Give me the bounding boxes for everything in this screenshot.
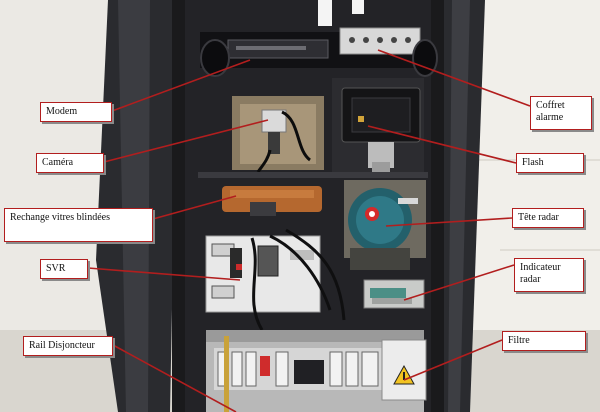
callout-tete-radar: Tête radar	[512, 208, 584, 228]
callout-flash: Flash	[516, 153, 584, 173]
callout-coffret-alarme: Coffret alarme	[530, 96, 592, 130]
callout-camera: Caméra	[36, 153, 104, 173]
callout-rail-disjoncteur: Rail Disjoncteur	[23, 336, 113, 356]
callout-indicateur-radar: Indicateur radar	[514, 258, 584, 292]
callout-svr: SVR	[40, 259, 88, 279]
callout-rechange-vitres: Rechange vitres blindées	[4, 208, 153, 242]
callout-modem: Modem	[40, 102, 112, 122]
callout-filtre: Filtre	[502, 331, 586, 351]
